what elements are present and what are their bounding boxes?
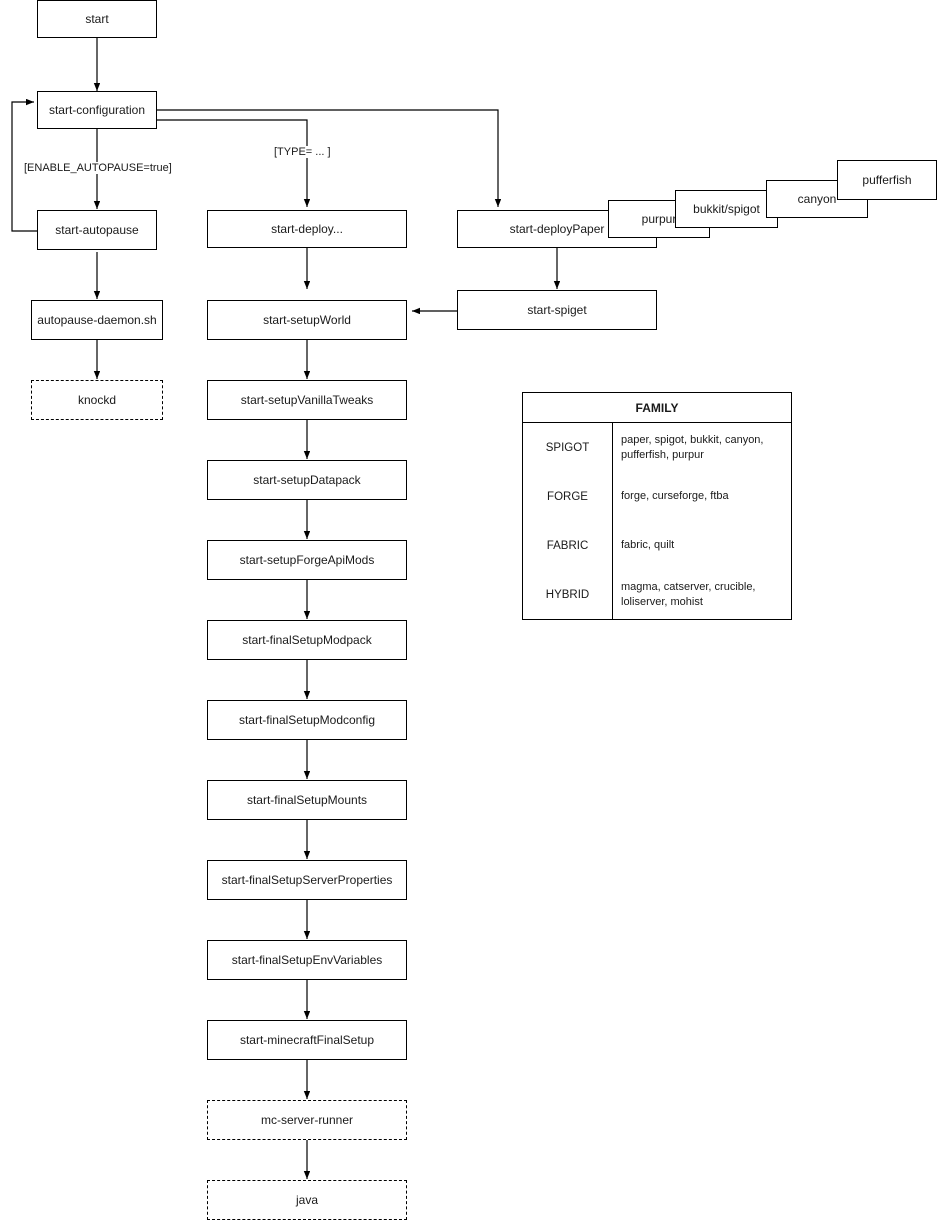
node-start-spiget[interactable]: start-spiget [457, 290, 657, 330]
node-canyon-label: canyon [797, 191, 837, 206]
node-start-setup-forge-api-mods-label: start-setupForgeApiMods [239, 552, 375, 567]
node-start-deploy-paper-label: start-deployPaper [509, 221, 605, 236]
node-start-deploy-label: start-deploy... [271, 221, 343, 236]
family-row-key: FORGE [523, 472, 613, 521]
node-mc-server-runner[interactable]: mc-server-runner [207, 1100, 407, 1140]
family-table-header: FAMILY [523, 393, 791, 423]
family-row-value: paper, spigot, bukkit, canyon, pufferfis… [621, 433, 764, 461]
node-start-minecraft-final-setup-label: start-minecraftFinalSetup [239, 1032, 375, 1047]
table-row: SPIGOT paper, spigot, bukkit, canyon, pu… [523, 423, 791, 472]
node-java[interactable]: java [207, 1180, 407, 1220]
node-start-final-setup-modpack-label: start-finalSetupModpack [242, 632, 372, 647]
family-row-key: HYBRID [523, 570, 613, 619]
node-start-setup-datapack[interactable]: start-setupDatapack [207, 460, 407, 500]
family-row-key: SPIGOT [523, 423, 613, 472]
table-row: FABRIC fabric, quilt [523, 521, 791, 570]
edge-label-enable-autopause: [ENABLE_AUTOPAUSE=true] [22, 162, 174, 174]
node-start-final-setup-modconfig[interactable]: start-finalSetupModconfig [207, 700, 407, 740]
node-start-autopause-label: start-autopause [55, 222, 139, 237]
table-row: HYBRID magma, catserver, crucible, lolis… [523, 570, 791, 619]
family-row-value: forge, curseforge, ftba [621, 490, 729, 503]
node-start-final-setup-env-variables[interactable]: start-finalSetupEnvVariables [207, 940, 407, 980]
node-start-spiget-label: start-spiget [527, 302, 587, 317]
node-start-final-setup-mounts-label: start-finalSetupMounts [246, 792, 368, 807]
node-autopause-daemon[interactable]: autopause-daemon.sh [31, 300, 163, 340]
node-start[interactable]: start [37, 0, 157, 38]
family-table-header-label: FAMILY [635, 400, 679, 415]
node-start-final-setup-modconfig-label: start-finalSetupModconfig [238, 712, 376, 727]
node-pufferfish-label: pufferfish [862, 172, 912, 187]
node-start-setup-forge-api-mods[interactable]: start-setupForgeApiMods [207, 540, 407, 580]
node-start-configuration-label: start-configuration [48, 102, 146, 117]
edge-label-type-text: [TYPE= ... ] [274, 146, 331, 158]
node-start-setup-world-label: start-setupWorld [263, 312, 351, 327]
node-start-final-setup-mounts[interactable]: start-finalSetupMounts [207, 780, 407, 820]
node-mc-server-runner-label: mc-server-runner [260, 1112, 353, 1127]
node-start-final-setup-modpack[interactable]: start-finalSetupModpack [207, 620, 407, 660]
family-row-value: fabric, quilt [621, 539, 675, 552]
node-knockd-label: knockd [77, 392, 117, 407]
node-bukkit-spigot-label: bukkit/spigot [693, 201, 760, 216]
node-bukkit-spigot[interactable]: bukkit/spigot [675, 190, 778, 228]
node-java-label: java [295, 1192, 318, 1207]
node-start-setup-datapack-label: start-setupDatapack [253, 472, 361, 487]
table-row: FORGE forge, curseforge, ftba [523, 472, 791, 521]
node-start-final-setup-server-properties[interactable]: start-finalSetupServerProperties [207, 860, 407, 900]
edge-label-type: [TYPE= ... ] [272, 146, 333, 158]
node-start-autopause[interactable]: start-autopause [37, 210, 157, 250]
node-knockd[interactable]: knockd [31, 380, 163, 420]
node-pufferfish[interactable]: pufferfish [837, 160, 937, 200]
node-purpur-label: purpur [641, 211, 677, 226]
node-start-deploy[interactable]: start-deploy... [207, 210, 407, 248]
node-start-configuration[interactable]: start-configuration [37, 91, 157, 129]
node-start-setup-world[interactable]: start-setupWorld [207, 300, 407, 340]
node-start-setup-vanilla-tweaks[interactable]: start-setupVanillaTweaks [207, 380, 407, 420]
node-start-minecraft-final-setup[interactable]: start-minecraftFinalSetup [207, 1020, 407, 1060]
family-row-key: FABRIC [523, 521, 613, 570]
node-autopause-daemon-label: autopause-daemon.sh [37, 312, 157, 327]
node-start-final-setup-env-variables-label: start-finalSetupEnvVariables [231, 952, 383, 967]
edge-label-enable-autopause-text: [ENABLE_AUTOPAUSE=true] [24, 162, 172, 174]
node-start-label: start [85, 11, 109, 26]
node-start-setup-vanilla-tweaks-label: start-setupVanillaTweaks [240, 392, 374, 407]
family-table: FAMILY SPIGOT paper, spigot, bukkit, can… [522, 392, 792, 620]
node-start-final-setup-server-properties-label: start-finalSetupServerProperties [221, 872, 393, 887]
family-row-value: magma, catserver, crucible, loliserver, … [621, 580, 756, 608]
